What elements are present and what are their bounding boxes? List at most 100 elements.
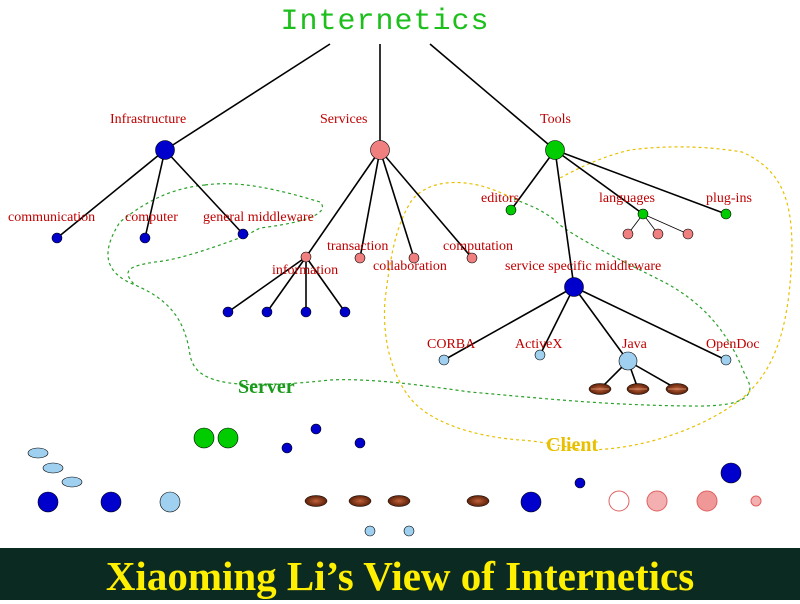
label-opendoc: OpenDoc (706, 337, 760, 352)
green-circle-icon (193, 427, 215, 449)
activex-node (534, 349, 546, 361)
language-leaf-node (652, 228, 664, 240)
info-leaf-node (339, 306, 351, 318)
edge-info-leaf-4 (305, 256, 346, 313)
language-leaf-node (622, 228, 634, 240)
blue-dot-icon (354, 437, 366, 449)
bean-icon (466, 495, 490, 507)
opendoc-node (720, 354, 732, 366)
edge-services-information (305, 149, 381, 258)
edge-services-computation (379, 149, 473, 259)
edge-infra-communication (56, 149, 166, 239)
java-beans (588, 383, 689, 395)
edge-mw-activex (539, 286, 575, 356)
blue-circle-icon (37, 491, 59, 513)
edge-root-infrastructure (164, 43, 331, 151)
green-circle-icon (217, 427, 239, 449)
label-activex: ActiveX (515, 337, 563, 352)
client-region-label: Client (546, 434, 599, 456)
label-java: Java (622, 337, 647, 352)
computation-node (466, 252, 478, 264)
java-node (618, 351, 638, 371)
diagram-title: Internetics (280, 5, 490, 39)
label-plugins: plug-ins (706, 191, 752, 206)
label-languages: languages (599, 191, 655, 206)
edge-java-bean-3 (627, 360, 678, 390)
computer-node (139, 232, 151, 244)
edge-mw-corba (443, 286, 575, 361)
label-transaction: transaction (327, 239, 389, 254)
banner-title: Xiaoming Li’s View of Internetics (105, 553, 695, 599)
light-blue-oval-icon (61, 476, 83, 488)
label-service-specific-middleware: service specific middleware (505, 259, 662, 274)
information-node (300, 251, 312, 263)
edge-info-leaf-2 (266, 256, 307, 313)
infrastructure-node (155, 140, 175, 160)
languages-node (637, 208, 649, 220)
label-tools: Tools (540, 112, 571, 127)
light-blue-oval-icon (27, 447, 49, 459)
transaction-node (408, 252, 420, 264)
edge-mw-java (573, 286, 629, 362)
label-general-middleware: general middleware (203, 210, 314, 225)
label-information: information (272, 263, 339, 278)
info-leaf-node (261, 306, 273, 318)
general-middleware-node (237, 228, 249, 240)
corba-node (438, 354, 450, 366)
loose-shapes (27, 423, 762, 537)
light-blue-circle-icon (159, 491, 181, 513)
label-corba: CORBA (427, 337, 476, 352)
server-region-label: Server (238, 376, 295, 398)
edge-info-leaf-1 (227, 256, 307, 313)
services-node (370, 140, 390, 160)
title-banner: Xiaoming Li’s View of Internetics (0, 548, 800, 600)
language-leaf-node (682, 228, 694, 240)
bean-icon (348, 495, 372, 507)
service-specific-middleware-node (564, 277, 584, 297)
collaboration-node (354, 252, 366, 264)
label-computer: computer (125, 210, 178, 225)
label-computation: computation (443, 239, 513, 254)
label-collaboration: collaboration (373, 259, 447, 274)
edge-tools-languages (554, 149, 644, 215)
pink-hatched-circle-icon (696, 490, 718, 512)
pink-small-circle-icon (750, 495, 762, 507)
internetics-diagram (27, 43, 793, 537)
label-services: Services (320, 112, 368, 127)
server-boundary-left (107, 184, 206, 286)
edge-root-tools (429, 43, 556, 151)
edge-infra-computer (144, 149, 166, 239)
blue-circle-icon (100, 491, 122, 513)
label-infrastructure: Infrastructure (110, 112, 187, 127)
blue-dot-icon (281, 442, 293, 454)
info-leaf-node (222, 306, 234, 318)
bean-icon (387, 495, 411, 507)
edge-services-collaboration (359, 149, 381, 259)
blue-circle-icon (520, 491, 542, 513)
light-blue-dot-icon (364, 525, 376, 537)
client-boundary (383, 146, 793, 451)
blue-dot-icon (310, 423, 322, 435)
bean-icon (304, 495, 328, 507)
label-communication: communication (8, 210, 96, 225)
pink-hatched-circle-icon (646, 490, 668, 512)
pink-outline-circle-icon (608, 490, 630, 512)
plugins-node (720, 208, 732, 220)
blue-circle-icon (720, 462, 742, 484)
blue-dot-icon (574, 477, 586, 489)
light-blue-oval-icon (42, 462, 64, 474)
info-leaf-node (300, 306, 312, 318)
communication-node (51, 232, 63, 244)
light-blue-dot-icon (403, 525, 415, 537)
edge-tools-middleware (554, 149, 575, 288)
edge-lang-3 (642, 213, 689, 235)
edge-tools-plugins (554, 149, 727, 215)
edge-services-transaction (379, 149, 415, 259)
label-editors: editors (481, 191, 520, 206)
tools-node (545, 140, 565, 160)
editors-node (505, 204, 517, 216)
edge-tools-editors (510, 149, 556, 211)
edge-mw-opendoc (573, 286, 727, 361)
edges (56, 43, 727, 390)
edge-infra-general-middleware (164, 149, 244, 235)
